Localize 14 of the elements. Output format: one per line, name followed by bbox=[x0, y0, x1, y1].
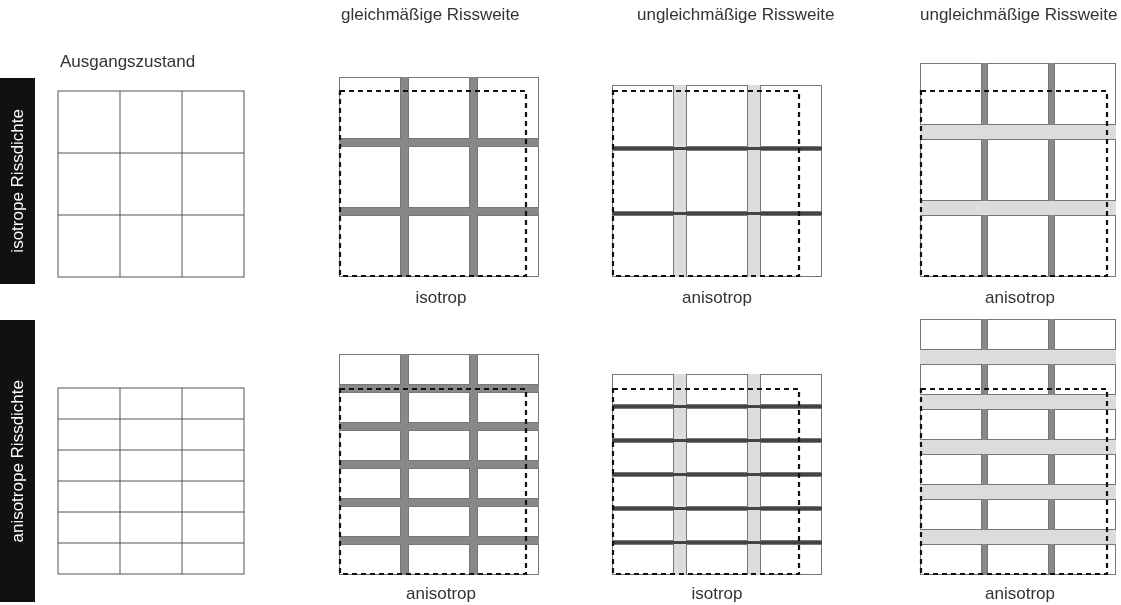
row-label: anisotrope Rissdichte bbox=[7, 379, 28, 543]
caption: anisotrop bbox=[681, 288, 753, 307]
column-heading: ungleichmäßige Rissweite bbox=[920, 5, 1119, 24]
row-label-band bbox=[0, 78, 35, 284]
row-label-band bbox=[0, 320, 35, 602]
column-heading: Ausgangszustand bbox=[60, 52, 197, 71]
caption: isotrop bbox=[414, 288, 468, 307]
column-heading: ungleichmäßige Rissweite bbox=[637, 5, 836, 24]
column-heading: gleichmäßige Rissweite bbox=[341, 5, 521, 24]
caption: anisotrop bbox=[984, 584, 1056, 603]
caption: anisotrop bbox=[984, 288, 1056, 307]
caption: anisotrop bbox=[405, 584, 477, 603]
row-label: isotrope Rissdichte bbox=[7, 109, 28, 253]
caption: isotrop bbox=[690, 584, 744, 603]
